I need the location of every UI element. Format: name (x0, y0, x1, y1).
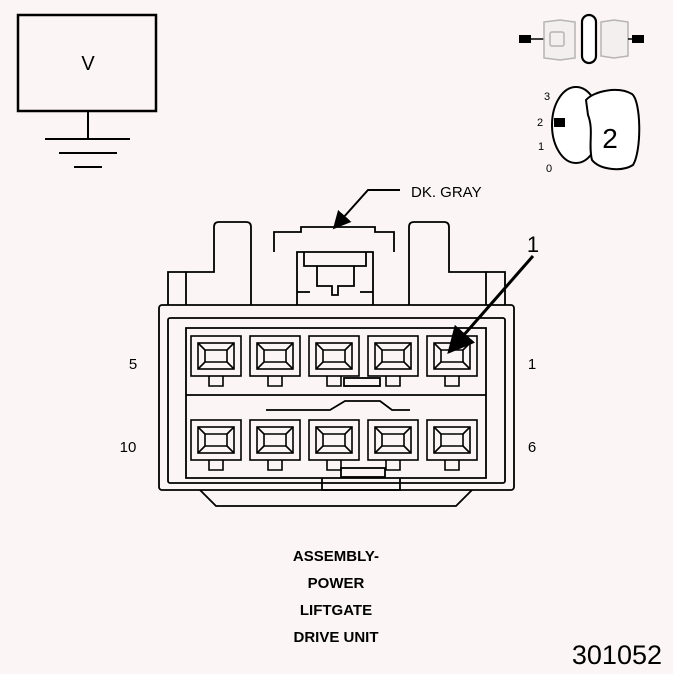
switch-position-2: 2 (537, 117, 543, 129)
voltmeter-label: V (81, 53, 95, 75)
voltmeter-symbol: V (16, 13, 158, 168)
pin-label-top-left: 5 (129, 356, 137, 373)
rotary-switch-icon: 3 2 1 0 2 (537, 86, 641, 175)
caption-line-3: LIFTGATE (299, 602, 373, 619)
terminal-cavity (426, 335, 478, 387)
terminal-cavity (367, 335, 419, 387)
wire-color-label: DK. GRAY (411, 184, 482, 201)
switch-position-0: 0 (546, 163, 552, 175)
wire-color-callout: DK. GRAY (332, 184, 482, 230)
switch-position-3: 3 (544, 91, 550, 103)
ground-icon (45, 138, 130, 168)
switch-number: 2 (602, 123, 618, 154)
terminal-cavities (190, 335, 478, 471)
terminal-cavity (426, 419, 478, 471)
terminal-cavity (308, 335, 360, 387)
caption-line-1: ASSEMBLY- (292, 548, 380, 565)
terminal-cavity (249, 335, 301, 387)
pin-callout-number: 1 (527, 232, 539, 257)
terminal-cavity (367, 419, 419, 471)
pin-label-bottom-right: 6 (528, 439, 536, 456)
switch-position-1: 1 (538, 141, 544, 153)
terminal-cavity (190, 419, 242, 471)
pin-label-bottom-left: 10 (120, 439, 137, 456)
connector-body (158, 221, 515, 507)
terminal-cavity (249, 419, 301, 471)
figure-number: 301052 (571, 640, 662, 670)
probe-connector-icon (519, 13, 644, 65)
pin-callout: 1 (447, 232, 539, 355)
terminal-cavity (190, 335, 242, 387)
caption-line-4: DRIVE UNIT (293, 629, 379, 646)
terminal-cavity (308, 419, 360, 471)
pin-label-top-right: 1 (528, 356, 536, 373)
caption-line-2: POWER (307, 575, 365, 592)
